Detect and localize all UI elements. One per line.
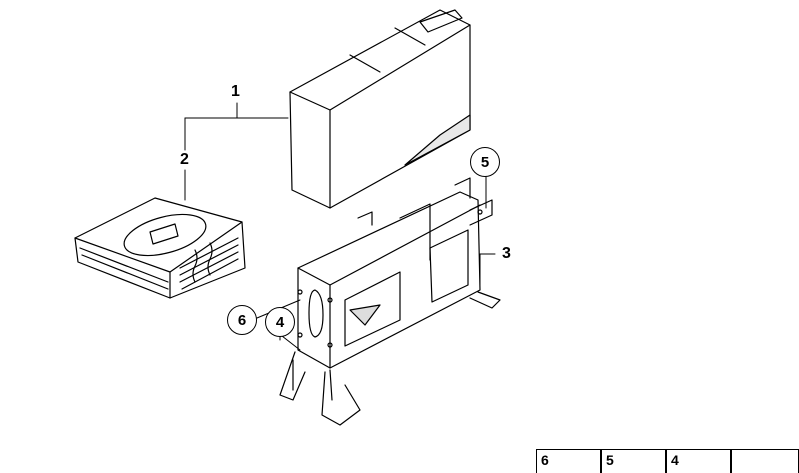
callout-5: 5	[480, 153, 490, 171]
callout-6: 6	[237, 311, 247, 329]
callout-3: 3	[502, 245, 511, 262]
callout-6-circle: 6	[227, 305, 257, 335]
callout-4: 4	[275, 313, 285, 331]
legend-cell-extra	[731, 449, 799, 473]
legend-cell-4: 4	[666, 449, 731, 473]
callout-1: 1	[231, 83, 240, 100]
legend-label-4: 4	[671, 452, 679, 468]
legend-label-5: 5	[606, 452, 614, 468]
mounting-bracket	[279, 177, 501, 426]
callout-4-circle: 4	[265, 307, 295, 337]
legend-cell-5: 5	[601, 449, 666, 473]
leader-lines	[184, 102, 496, 351]
legend-cell-6: 6	[536, 449, 601, 473]
control-unit-box	[289, 9, 471, 209]
legend-label-6: 6	[541, 452, 549, 468]
callout-5-circle: 5	[470, 147, 500, 177]
amplifier-module	[74, 197, 246, 299]
callout-2: 2	[180, 151, 189, 168]
